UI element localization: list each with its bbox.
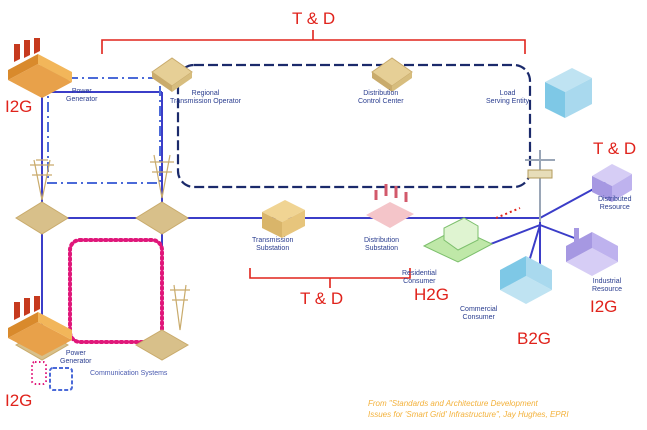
commercial-consumer-label: Commercial Consumer [460,306,497,322]
label-line: Consumer [462,314,495,321]
distribution-substation-icon [366,184,414,228]
label-line: Regional [191,90,220,97]
label-line: Resource [592,286,622,293]
citation: From "Standards and Architecture Develop… [368,398,569,420]
label-line: Substation [364,245,399,252]
distributed-resource-icon [592,164,632,202]
label-line: Residential [402,270,437,277]
td-right-label: T & D [593,139,637,158]
distribution-control-center-icon [371,57,413,92]
label-line: Serving Entity [486,98,530,105]
distribution-pole-icon [525,150,555,222]
label-line: Generator [60,358,92,365]
consumer-link-dotted [495,207,521,219]
i2g-top-left-label: I2G [5,97,33,116]
label-line: Substation [256,245,290,252]
td-top-bracket [101,30,526,54]
label-line: Distribution [363,90,399,97]
regional-transmission-operator-icon [151,57,193,92]
transmission-substation-icon [262,200,305,238]
distribution-network-boundary [176,63,532,189]
td-middle-label: T & D [300,289,344,308]
power-generator-top-label: Power Generator [66,88,98,104]
td-top-label: T & D [292,9,336,28]
power-generator-top-icon [8,38,72,98]
grid-power-lines [41,91,611,360]
label-line: Transmission [252,237,294,244]
residential-consumer-label: Residential Consumer [402,270,437,286]
label-line: Industrial [592,278,622,285]
load-serving-label: Load Serving Entity [486,90,529,106]
label-line: Consumer [403,278,436,285]
label-line: Generator [66,96,98,103]
h2g-label: H2G [414,285,449,304]
label-line: Load [499,90,516,97]
comm-legend-magenta [31,361,47,385]
communication-systems-label: Communication Systems [90,370,168,377]
label-line: Transmission Operator [170,98,241,105]
regional-transmission-label: Regional Transmission Operator [170,90,241,106]
i2g-bottom-left-label: I2G [5,391,33,410]
label-line: Distribution [364,237,400,244]
generation-network-boundary [47,77,161,184]
comm-legend-blue [49,367,73,391]
label-line: Distributed [598,196,632,203]
power-generator-bottom-label: Power Generator [60,350,92,366]
distribution-control-label: Distribution Control Center [358,90,404,106]
industrial-consumer-label: Industrial Resource [592,278,622,294]
transmission-substation-label: Transmission Substation [252,237,293,253]
label-line: Commercial [460,306,498,313]
power-generator-bottom-icon [8,296,72,356]
label-line: Control Center [358,98,404,105]
label-line: Power [65,350,86,357]
distribution-substation-label: Distribution Substation [364,237,399,253]
load-serving-entity-icon [545,68,592,118]
td-middle-bracket [249,268,411,288]
distributed-resource-label: Distributed Resource [598,196,631,212]
b2g-label: B2G [517,329,552,348]
industrial-consumer-icon [566,228,618,276]
label-line: Resource [599,204,630,211]
transmission-towers [30,154,190,331]
residential-consumer-icon [422,217,494,263]
i2g-right-label: I2G [590,297,618,316]
label-line: Power [71,88,92,95]
citation-line-1: From "Standards and Architecture Develop… [368,399,538,408]
commercial-consumer-icon [500,256,552,304]
communication-loop-boundary [68,238,164,344]
citation-line-2: Issues for 'Smart Grid' Infrastructure",… [368,410,569,419]
